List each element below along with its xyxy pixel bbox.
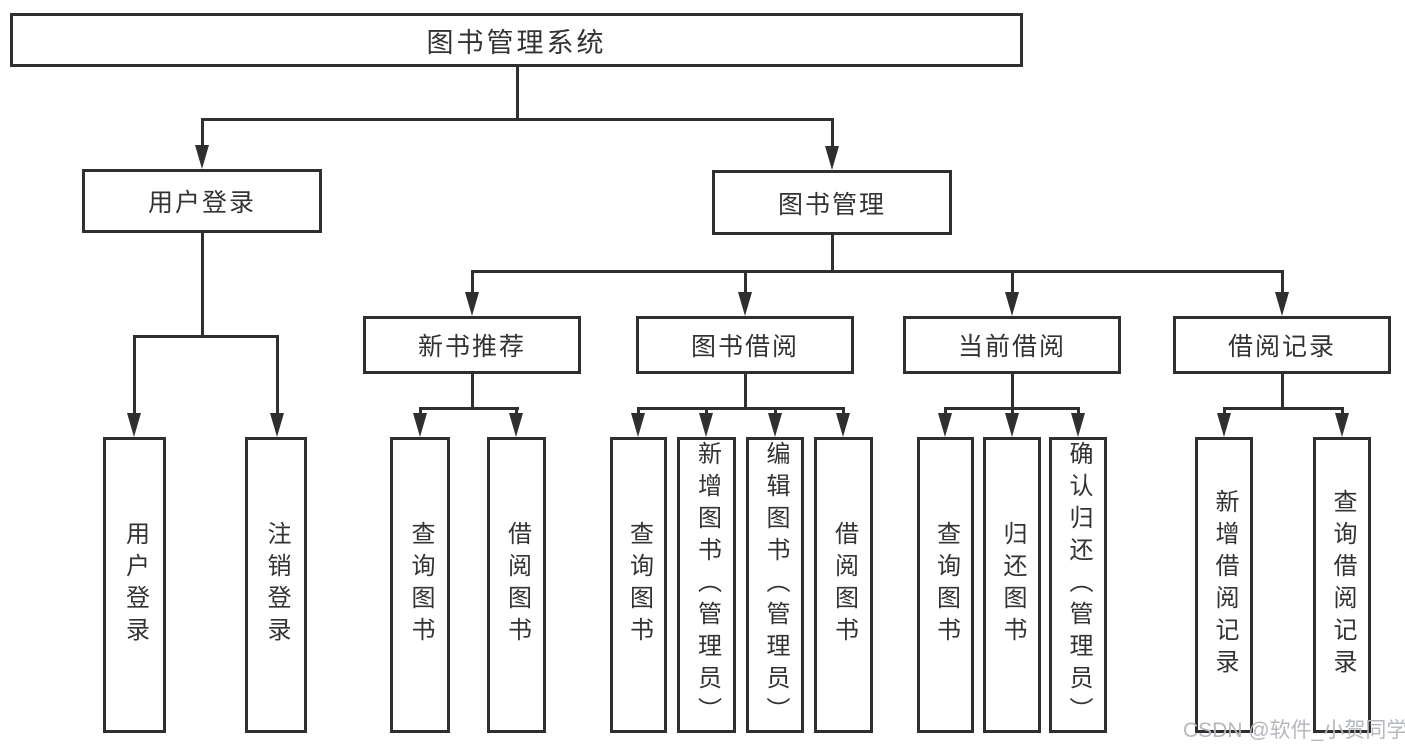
connector-to-leaf-user-login [133,335,136,415]
arrowhead-leaf-user-login [127,413,141,437]
connector-current-borrow-stem [1011,374,1014,407]
node-label: 新书推荐 [417,333,526,361]
arrowhead-book-management [825,146,839,170]
node-book-borrow: 图书借阅 [636,316,854,374]
node-label: 查询图书 [407,521,434,649]
node-label: 编辑图书（管理员） [762,441,789,729]
node-current-borrow: 当前借阅 [903,316,1121,374]
node-label: 归还图书 [999,521,1026,649]
leaf-borrow-books-recommend: 借阅图书 [487,437,546,733]
leaf-logout: 注销登录 [245,437,307,733]
arrowhead-leaf [938,413,952,437]
node-label: 确认归还（管理员） [1065,441,1092,729]
node-label: 用户登录 [147,189,256,217]
node-label: 图书管理系统 [426,27,607,58]
node-label: 新增图书（管理员） [693,441,721,729]
connector-leaf [774,407,777,417]
leaf-borrow-books: 借阅图书 [814,437,873,733]
connector-leaf [1011,407,1014,417]
arrowhead-leaf [699,413,713,437]
connector-level2-bar [201,118,834,121]
node-label: 图书管理 [777,190,886,219]
connector-to-leaf-logout [276,335,279,415]
arrowhead-new-book-recommend [465,292,479,316]
leaf-add-borrow-record: 新增借阅记录 [1195,437,1253,733]
connector-leaf [637,407,640,417]
leaf-return-books: 归还图书 [983,437,1041,733]
connector-leaf [842,407,845,417]
node-user-login: 用户登录 [82,169,322,233]
leaf-user-login: 用户登录 [103,437,166,733]
connector-leaf [1341,407,1344,417]
node-label: 查询图书 [932,521,960,649]
connector-root-stem [516,67,519,118]
arrowhead-book-borrow [738,292,752,316]
connector-leaf [705,407,708,417]
node-new-book-recommend: 新书推荐 [363,316,581,374]
arrowhead-leaf [413,413,427,437]
connector-book-borrow-stem [744,374,747,407]
connector-to-book-borrow [744,270,747,295]
connector-to-book-management [831,118,834,148]
arrowhead-leaf [1005,413,1019,437]
arrowhead-leaf [631,413,645,437]
arrowhead-leaf [1217,413,1231,437]
node-book-management: 图书管理 [712,170,952,235]
connector-leaf [1077,407,1080,417]
arrowhead-leaf [509,413,523,437]
connector-borrow-records-stem [1281,374,1284,407]
node-label: 当前借阅 [957,333,1066,361]
node-label: 查询借阅记录 [1329,489,1356,681]
node-label: 图书借阅 [690,333,799,361]
connector-user-login-bar [133,335,279,338]
connector-leaf [1223,407,1226,417]
leaf-query-borrow-record: 查询借阅记录 [1313,437,1371,733]
connector-to-current-borrow [1011,270,1014,295]
leaf-query-books-recommend: 查询图书 [390,437,450,733]
node-label: 新增借阅记录 [1211,489,1238,681]
node-borrow-records: 借阅记录 [1173,316,1391,374]
node-label: 借阅图书 [830,521,858,649]
arrowhead-leaf [768,413,782,437]
connector-book-management-stem [831,235,834,270]
node-label: 借阅图书 [503,521,531,649]
arrowhead-user-login [195,145,209,169]
node-label: 注销登录 [263,521,290,649]
connector-level3-bar [471,270,1284,273]
connector-to-user-login [201,118,204,148]
node-label: 用户登录 [121,521,149,649]
arrowhead-borrow-records [1275,292,1289,316]
arrowhead-current-borrow [1005,292,1019,316]
arrowhead-leaf [836,413,850,437]
leaf-edit-books-admin: 编辑图书（管理员） [746,437,804,733]
connector-borrow-records-bar [1223,407,1344,410]
node-library-management-system: 图书管理系统 [10,13,1023,67]
node-label: 查询图书 [625,521,653,649]
connector-new-book-recommend-stem [471,374,474,407]
connector-user-login-stem [201,233,204,335]
connector-book-borrow-bar [637,407,845,410]
arrowhead-leaf-logout [270,413,284,437]
connector-leaf [419,407,422,417]
connector-new-book-recommend-bar [419,407,519,410]
connector-leaf [944,407,947,417]
connector-to-borrow-records [1281,270,1284,295]
leaf-add-books-admin: 新增图书（管理员） [677,437,736,733]
connector-leaf [515,407,518,417]
arrowhead-leaf [1335,413,1349,437]
csdn-watermark: CSDN @软件_小贺同学 [1183,719,1405,742]
arrowhead-leaf [1071,413,1085,437]
connector-to-new-book-recommend [471,270,474,295]
node-label: 借阅记录 [1227,333,1336,361]
leaf-query-books: 查询图书 [610,437,667,733]
leaf-query-books-current: 查询图书 [917,437,974,733]
leaf-confirm-return-admin: 确认归还（管理员） [1049,437,1107,733]
